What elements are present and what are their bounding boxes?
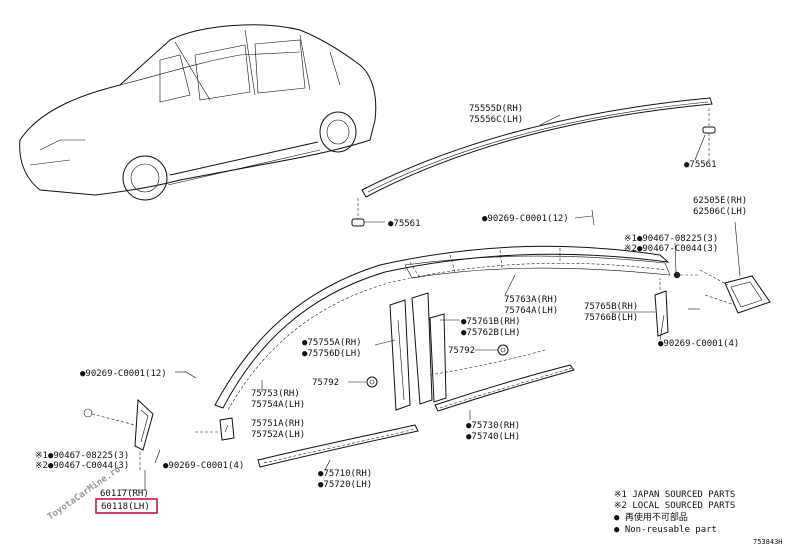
- label-75765[interactable]: 75765B(RH): [584, 302, 638, 312]
- legend-non-reusable: ● Non-reusable part: [614, 525, 717, 535]
- clip-75561-rear: [702, 108, 716, 160]
- label-60118[interactable]: 60118(LH): [101, 502, 150, 512]
- label-75761[interactable]: ●75761B(RH): [461, 317, 521, 327]
- label-75764[interactable]: 75764A(LH): [504, 306, 558, 316]
- legend-japan: ※1 JAPAN SOURCED PARTS: [614, 490, 735, 500]
- label-75766[interactable]: 75766B(LH): [584, 313, 638, 323]
- leader-lines: [120, 114, 741, 491]
- label-90269-rear[interactable]: ●90269-C0001(4): [658, 339, 739, 349]
- label-75755[interactable]: ●75755A(RH): [302, 338, 362, 348]
- legend: ※1 JAPAN SOURCED PARTS ※2 LOCAL SOURCED …: [614, 490, 735, 535]
- label-75752[interactable]: 75752A(LH): [251, 430, 305, 440]
- screws: [185, 209, 700, 379]
- belt-molding-rear: [434, 364, 575, 412]
- label-75753[interactable]: 75753(RH): [251, 389, 300, 399]
- label-75561-front[interactable]: ●75561: [388, 219, 421, 229]
- front-quarter-garnish: [83, 398, 154, 470]
- pillar-garnish-center: [411, 292, 447, 405]
- car-illustration: [19, 24, 377, 201]
- pillar-garnish-front: [389, 299, 411, 411]
- label-75720[interactable]: ●75720(LH): [318, 480, 372, 490]
- label-90467-c0044-front[interactable]: ※2●90467-C0044(3): [35, 461, 129, 471]
- label-75751[interactable]: 75751A(RH): [251, 419, 305, 429]
- label-75763[interactable]: 75763A(RH): [504, 295, 558, 305]
- legend-non-reusable-jp: ● 再使用不可部品: [614, 511, 688, 523]
- quarter-window-garnish: [673, 269, 771, 314]
- label-75730[interactable]: ●75730(RH): [466, 421, 520, 431]
- front-belt-piece: [195, 417, 235, 441]
- label-90269-left[interactable]: ●90269-C0001(12): [80, 369, 167, 379]
- label-75792-rear[interactable]: 75792: [448, 346, 475, 356]
- label-75555[interactable]: 75555D(RH): [469, 104, 523, 114]
- clip-75792-rear: [497, 344, 509, 356]
- label-75556[interactable]: 75556C(LH): [469, 115, 523, 125]
- legend-local: ※2 LOCAL SOURCED PARTS: [614, 501, 735, 511]
- label-75756[interactable]: ●75756D(LH): [302, 349, 362, 359]
- label-90467-08225-rear[interactable]: ※1●90467-08225(3): [624, 234, 718, 244]
- label-75792-front[interactable]: 75792: [312, 378, 339, 388]
- diagram-code: 753843H: [753, 538, 783, 546]
- rear-pillar-piece: [654, 278, 669, 337]
- label-62506[interactable]: 62506C(LH): [693, 207, 747, 217]
- part-labels: 75555D(RH) 75556C(LH) ●75561 ●75561 ●902…: [35, 104, 747, 512]
- label-75740[interactable]: ●75740(LH): [466, 432, 520, 442]
- label-90269-lower[interactable]: ●90269-C0001(4): [163, 461, 244, 471]
- label-75710[interactable]: ●75710(RH): [318, 469, 372, 479]
- belt-molding-front: [257, 424, 419, 468]
- roof-molding: [361, 97, 713, 198]
- label-75561-rear[interactable]: ●75561: [684, 160, 717, 170]
- label-90467-c0044-rear[interactable]: ※2●90467-C0044(3): [624, 244, 718, 254]
- clip-75561-front: [351, 198, 365, 227]
- label-90467-08225-front[interactable]: ※1●90467-08225(3): [35, 451, 129, 461]
- label-60117[interactable]: 60117(RH): [100, 489, 149, 499]
- highlight-60118: [95, 498, 158, 514]
- label-62505[interactable]: 62505E(RH): [693, 196, 747, 206]
- clip-75792-front: [366, 376, 378, 388]
- lower-dash-line: [429, 349, 546, 376]
- door-frame-molding: [214, 245, 671, 411]
- label-90269-top[interactable]: ●90269-C0001(12): [482, 214, 569, 224]
- label-75762[interactable]: ●75762B(LH): [461, 328, 521, 338]
- label-75754[interactable]: 75754A(LH): [251, 400, 305, 410]
